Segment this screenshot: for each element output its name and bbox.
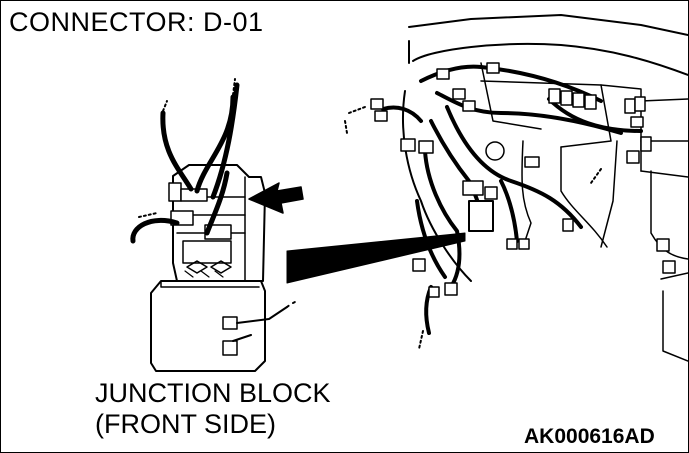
caption-line-2: (FRONT SIDE) bbox=[95, 409, 276, 439]
diagram-title: CONNECTOR: D-01 bbox=[9, 7, 264, 37]
junction-block bbox=[150, 164, 298, 372]
zoom-pointer bbox=[286, 232, 466, 284]
figure-code: AK000616AD bbox=[524, 425, 655, 448]
caption-line-1: JUNCTION BLOCK bbox=[95, 378, 331, 408]
junction-block-harness bbox=[130, 82, 240, 244]
junction-block-caption: JUNCTION BLOCK (FRONT SIDE) bbox=[95, 378, 331, 440]
harness-connectors bbox=[370, 62, 676, 298]
dashboard-harness bbox=[381, 64, 643, 335]
location-arrow bbox=[248, 182, 304, 214]
instrument-panel bbox=[402, 14, 688, 362]
